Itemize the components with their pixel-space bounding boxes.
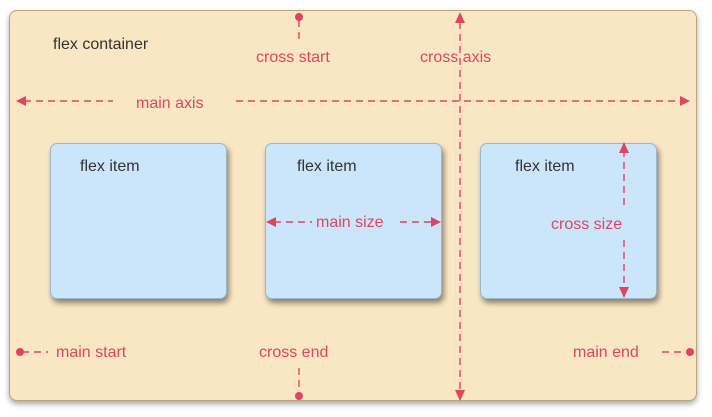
main-end-label: main end [573,344,639,361]
flex-item-1-label: flex item [80,158,140,175]
flex-item-2 [265,143,442,299]
flex-item-3 [480,143,657,299]
cross-start-label: cross start [256,49,330,66]
flex-item-1 [50,143,227,299]
flex-container-label: flex container [53,36,149,53]
flex-item-2-label: flex item [297,158,357,175]
main-start-label: main start [56,344,127,361]
main-axis-label: main axis [136,95,204,112]
cross-end-label: cross end [259,344,329,361]
main-size-label: main size [316,214,384,231]
cross-axis-label: cross axis [420,49,492,66]
cross-size-label: cross size [551,216,623,233]
flex-item-3-label: flex item [515,158,575,175]
